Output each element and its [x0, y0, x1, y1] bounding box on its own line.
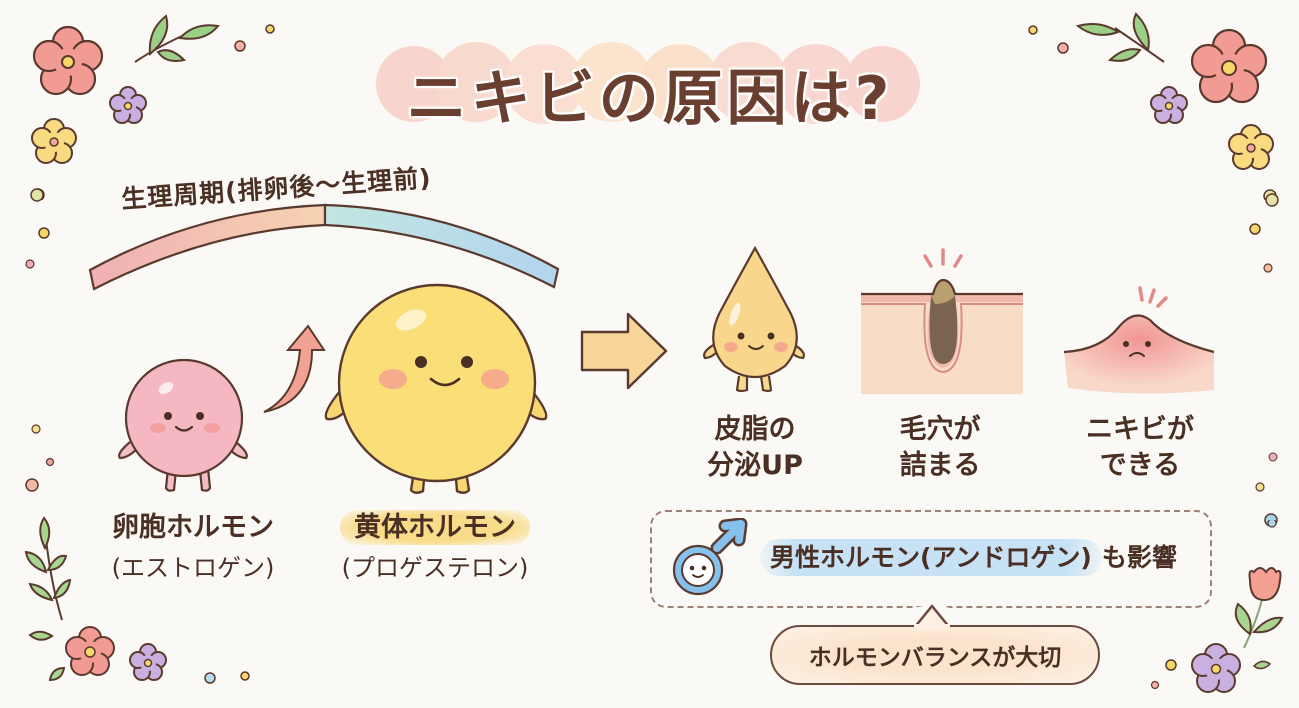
estrogen-name: 卵胞ホルモン [112, 512, 274, 543]
step-sebum: 皮脂の 分泌UP [707, 414, 803, 481]
decoration-dots-right [1249, 193, 1279, 527]
up-arrow-icon [263, 324, 326, 413]
right-arrow-icon [580, 312, 668, 390]
title-watercolor-background [376, 42, 920, 124]
leaf-sprig-icon [1075, 12, 1165, 63]
decoration-bottom-right [1150, 520, 1284, 693]
androgen-statement: 男性ホルモン(アンドロゲン)も影響 [760, 538, 1177, 576]
leaf-sprig-icon [134, 14, 220, 63]
flower-icon [1150, 86, 1188, 124]
leaf-sprig-icon [24, 516, 72, 682]
flower-icon [1228, 124, 1274, 170]
flower-icon [129, 643, 167, 681]
cycle-arc-bar [88, 203, 560, 291]
decoration-top-right [1028, 12, 1277, 200]
flower-icon [1191, 643, 1241, 693]
androgen-suffix: も影響 [1101, 543, 1177, 572]
flower-icon [1190, 28, 1268, 104]
estrogen-character [118, 358, 248, 492]
bubble-pointer-join [914, 624, 950, 630]
tulip-icon [1234, 567, 1284, 649]
clogged-pore-icon [861, 248, 1023, 394]
progesterone-name: 黄体ホルモン [340, 510, 530, 545]
estrogen-label-group: 卵胞ホルモン (エストロゲン) [88, 505, 298, 583]
androgen-highlight: 男性ホルモン(アンドロゲン) [760, 539, 1102, 576]
flower-icon [109, 86, 147, 124]
male-symbol-icon [672, 518, 748, 596]
decoration-dots-left [25, 188, 55, 492]
title-banner: ニキビの原因は? [376, 42, 924, 134]
decoration-bottom-left [24, 516, 250, 684]
oil-drop-icon [703, 245, 805, 393]
step-clogged-pores: 毛穴が 詰まる [899, 414, 981, 481]
pimple-icon [1063, 286, 1215, 394]
progesterone-character [324, 283, 548, 494]
balance-bubble: ホルモンバランスが大切 [770, 625, 1100, 685]
page-title: ニキビの原因は? [406, 64, 894, 134]
flower-icon [31, 118, 77, 164]
progesterone-subname: (プロゲステロン) [341, 554, 529, 582]
balance-text: ホルモンバランスが大切 [808, 645, 1062, 671]
flower-icon [65, 626, 115, 676]
progesterone-label-group: 黄体ホルモン (プロゲステロン) [320, 505, 550, 583]
bubble-pointer [913, 604, 951, 629]
flower-icon [32, 25, 104, 96]
estrogen-subname: (エストロゲン) [111, 554, 275, 582]
step-pimple: ニキビが できる [1086, 414, 1194, 481]
